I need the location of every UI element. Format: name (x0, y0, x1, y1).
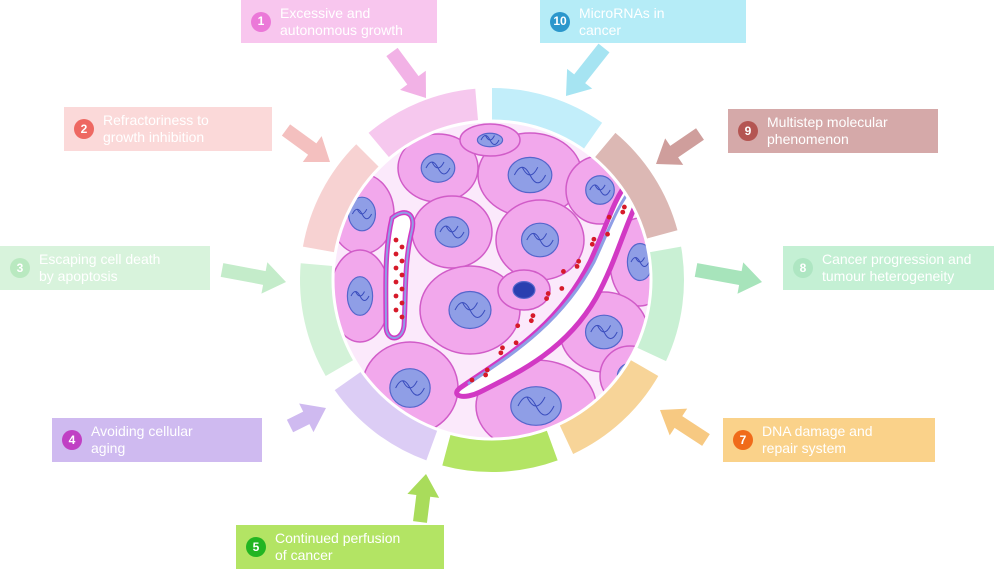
number-badge: 7 (733, 430, 753, 450)
hallmark-1-box: 1 Excessive and autonomous growth (241, 0, 437, 43)
arrow-8 (694, 262, 762, 294)
cell (459, 123, 521, 157)
arrow-1 (386, 47, 426, 98)
ring-segment-4 (334, 371, 438, 461)
number-badge: 3 (10, 258, 30, 278)
red-blood-cell (513, 340, 519, 346)
ring-segment-5 (442, 430, 558, 473)
red-blood-cell (393, 293, 399, 299)
hallmark-label: Refractoriness to growth inhibition (103, 112, 209, 145)
arrow-9 (656, 128, 704, 165)
red-blood-cell (574, 263, 580, 269)
ring-segment-9 (594, 132, 678, 239)
number-badge: 2 (74, 119, 94, 139)
number-badge: 1 (251, 11, 271, 32)
arrow-2 (281, 124, 330, 162)
red-blood-cell (589, 241, 595, 247)
pointer-arrows (220, 43, 762, 523)
hallmark-label: Avoiding cellular aging (91, 423, 193, 456)
hallmark-9-box: 9 Multistep molecular phenomenon (728, 109, 938, 153)
red-blood-cell (528, 318, 534, 324)
red-blood-cell (393, 237, 399, 243)
red-blood-cell (544, 296, 549, 301)
hallmark-7-box: 7 DNA damage and repair system (723, 418, 935, 462)
number-badge: 4 (62, 430, 82, 450)
red-blood-cell (399, 272, 405, 278)
red-blood-cell (399, 258, 405, 264)
arrow-7 (660, 408, 710, 446)
arrow-3 (220, 262, 286, 294)
red-blood-cell (515, 323, 521, 329)
red-blood-cell (399, 286, 405, 292)
cell (333, 249, 391, 343)
hallmark-4-box: 4 Avoiding cellular aging (52, 418, 262, 462)
arrow-4 (286, 403, 326, 433)
ring-segment-8 (637, 246, 685, 362)
blood-vessel-small (383, 210, 416, 341)
red-blood-cell (545, 291, 551, 296)
red-blood-cell (620, 209, 626, 215)
ring-segment-2 (302, 144, 379, 253)
red-blood-cell (606, 214, 612, 220)
hallmark-label: MicroRNAs in cancer (579, 4, 665, 38)
red-blood-cell (469, 377, 475, 383)
cell (419, 265, 521, 355)
red-blood-cell (500, 345, 505, 351)
hallmark-10-box: 10 MicroRNAs in cancer (540, 0, 746, 43)
red-blood-cells-large (469, 187, 641, 383)
hallmark-label: Escaping cell death by apoptosis (39, 251, 161, 284)
cell (411, 195, 493, 269)
hallmark-label: DNA damage and repair system (762, 423, 873, 456)
red-blood-cell (399, 244, 405, 250)
arrow-5 (407, 474, 440, 523)
red-blood-cell (399, 314, 405, 320)
ring-segment-10 (492, 88, 603, 149)
red-blood-cell (484, 367, 490, 373)
hallmark-5-box: 5 Continued perfusion of cancer (236, 525, 444, 569)
hallmark-8-box: 8 Cancer progression and tumour heteroge… (783, 246, 994, 290)
red-blood-cell (576, 258, 582, 264)
cell (495, 199, 585, 281)
red-blood-cell (621, 204, 627, 210)
ring-segment-1 (368, 88, 479, 158)
red-blood-cell (605, 231, 610, 237)
red-blood-cell (530, 313, 536, 319)
number-badge: 10 (550, 11, 570, 32)
outer-ring (300, 88, 685, 473)
number-badge: 8 (793, 258, 813, 278)
red-blood-cell (561, 269, 566, 274)
hallmark-label: Excessive and autonomous growth (280, 4, 403, 38)
red-blood-cell (591, 236, 597, 242)
hallmark-2-box: 2 Refractoriness to growth inhibition (64, 107, 272, 151)
cell (497, 269, 551, 311)
cell (397, 133, 479, 203)
number-badge: 9 (738, 121, 758, 141)
red-blood-cell (399, 300, 405, 306)
red-blood-cells-small (393, 237, 405, 320)
red-blood-cell (393, 251, 399, 257)
arrow-10 (566, 43, 610, 96)
number-badge: 5 (246, 537, 266, 557)
red-blood-cell (393, 265, 399, 271)
red-blood-cell (483, 372, 489, 378)
red-blood-cell (393, 307, 399, 313)
red-blood-cell (498, 350, 504, 356)
ring-segment-3 (300, 263, 354, 376)
hallmark-label: Continued perfusion of cancer (275, 530, 401, 563)
red-blood-cell (393, 279, 399, 285)
hallmark-label: Multistep molecular phenomenon (767, 114, 888, 147)
hallmark-label: Cancer progression and tumour heterogene… (822, 251, 972, 284)
ring-segment-7 (559, 360, 659, 455)
hallmark-3-box: 3 Escaping cell death by apoptosis (0, 246, 210, 290)
red-blood-cell (559, 286, 565, 291)
